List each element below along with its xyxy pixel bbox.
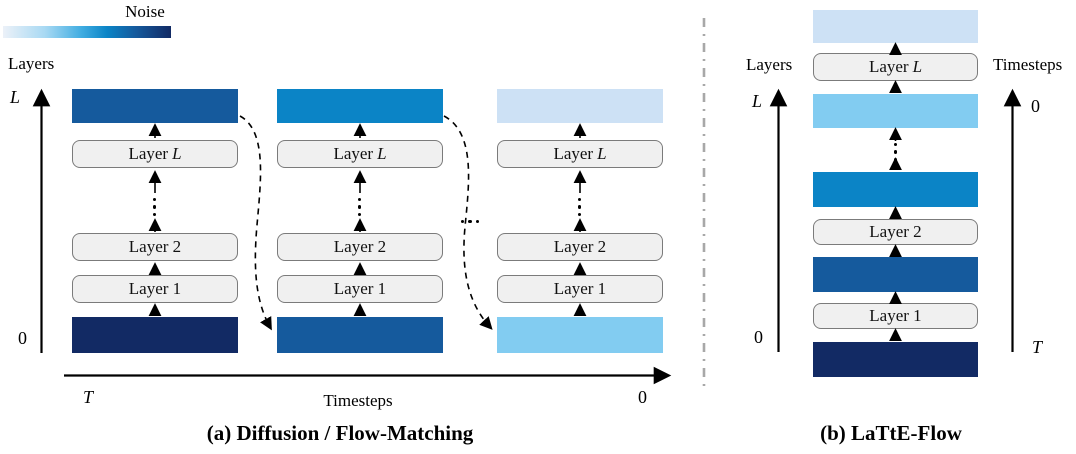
horizontal-ellipsis — [461, 220, 480, 224]
layer-var: L — [597, 144, 607, 163]
layer-var: L — [377, 144, 387, 163]
col3-vertical-ellipsis — [578, 198, 582, 217]
col3-input-noise-bar — [497, 317, 663, 353]
col1-vertical-ellipsis — [153, 198, 157, 217]
layer-var: L — [172, 144, 182, 163]
col2-layer-2-box: Layer 2 — [277, 233, 443, 261]
panel-a-caption: (a) Diffusion / Flow-Matching — [206, 421, 474, 445]
layer-label: Layer — [333, 144, 374, 163]
b-input-noise-bar — [813, 342, 978, 377]
col1-output-noise-bar — [72, 89, 238, 123]
panel-a-layers-axis-label: Layers — [8, 54, 55, 73]
layer-label: Layer — [553, 144, 594, 163]
b-output-noise-bar — [813, 10, 978, 43]
b-before-layer-L-bar — [813, 94, 978, 128]
layer-label: Layer 2 — [128, 237, 182, 256]
layer-var: L — [912, 57, 923, 76]
panel-a-timesteps-start-tick: T — [83, 387, 94, 407]
col3-layer-2-box: Layer 2 — [497, 233, 663, 261]
col2-output-noise-bar — [277, 89, 443, 123]
panel-b-layers-axis-label: Layers — [746, 55, 793, 74]
layer-label: Layer — [128, 144, 169, 163]
b-after-layer-2-bar — [813, 172, 978, 207]
panel-b-layers-top-tick: L — [752, 91, 763, 111]
b-layer-2-box: Layer 2 — [813, 219, 978, 245]
b-layer-1-box: Layer 1 — [813, 303, 978, 329]
col1-layer-2-box: Layer 2 — [72, 233, 238, 261]
dashed-transition-arrow-1 — [239, 115, 272, 331]
panel-a-timesteps-axis-label: Timesteps — [323, 391, 393, 410]
panel-b-timesteps-top-tick: 0 — [1031, 96, 1040, 116]
b-after-layer-1-bar — [813, 257, 978, 292]
layer-label: Layer 2 — [553, 237, 607, 256]
layer-label: Layer 1 — [128, 279, 182, 298]
layer-label: Layer 1 — [553, 279, 607, 298]
col2-layer-1-box: Layer 1 — [277, 275, 443, 303]
noise-legend-label: Noise — [125, 2, 165, 21]
col3-output-noise-bar — [497, 89, 663, 123]
panel-b-caption: (b) LaTtE-Flow — [820, 421, 962, 445]
layer-label: Layer 1 — [333, 279, 387, 298]
noise-gradient-bar — [3, 26, 171, 38]
col1-layer-1-box: Layer 1 — [72, 275, 238, 303]
col2-vertical-ellipsis — [358, 198, 362, 217]
panel-a-layers-top-tick: L — [10, 87, 21, 107]
layer-label: Layer — [868, 57, 909, 76]
panel-b-timesteps-bottom-tick: T — [1032, 337, 1043, 357]
panel-b-layers-bottom-tick: 0 — [754, 327, 763, 347]
col1-input-noise-bar — [72, 317, 238, 353]
col2-input-noise-bar — [277, 317, 443, 353]
panel-b-timesteps-axis-label: Timesteps — [993, 55, 1063, 74]
col3-layer-1-box: Layer 1 — [497, 275, 663, 303]
panel-a-layers-bottom-tick: 0 — [18, 328, 27, 348]
b-vertical-ellipsis — [894, 143, 898, 162]
panel-a-timesteps-end-tick: 0 — [638, 387, 647, 407]
layer-label: Layer 1 — [869, 306, 922, 325]
layer-label: Layer 2 — [333, 237, 387, 256]
layer-label: Layer 2 — [869, 222, 922, 241]
